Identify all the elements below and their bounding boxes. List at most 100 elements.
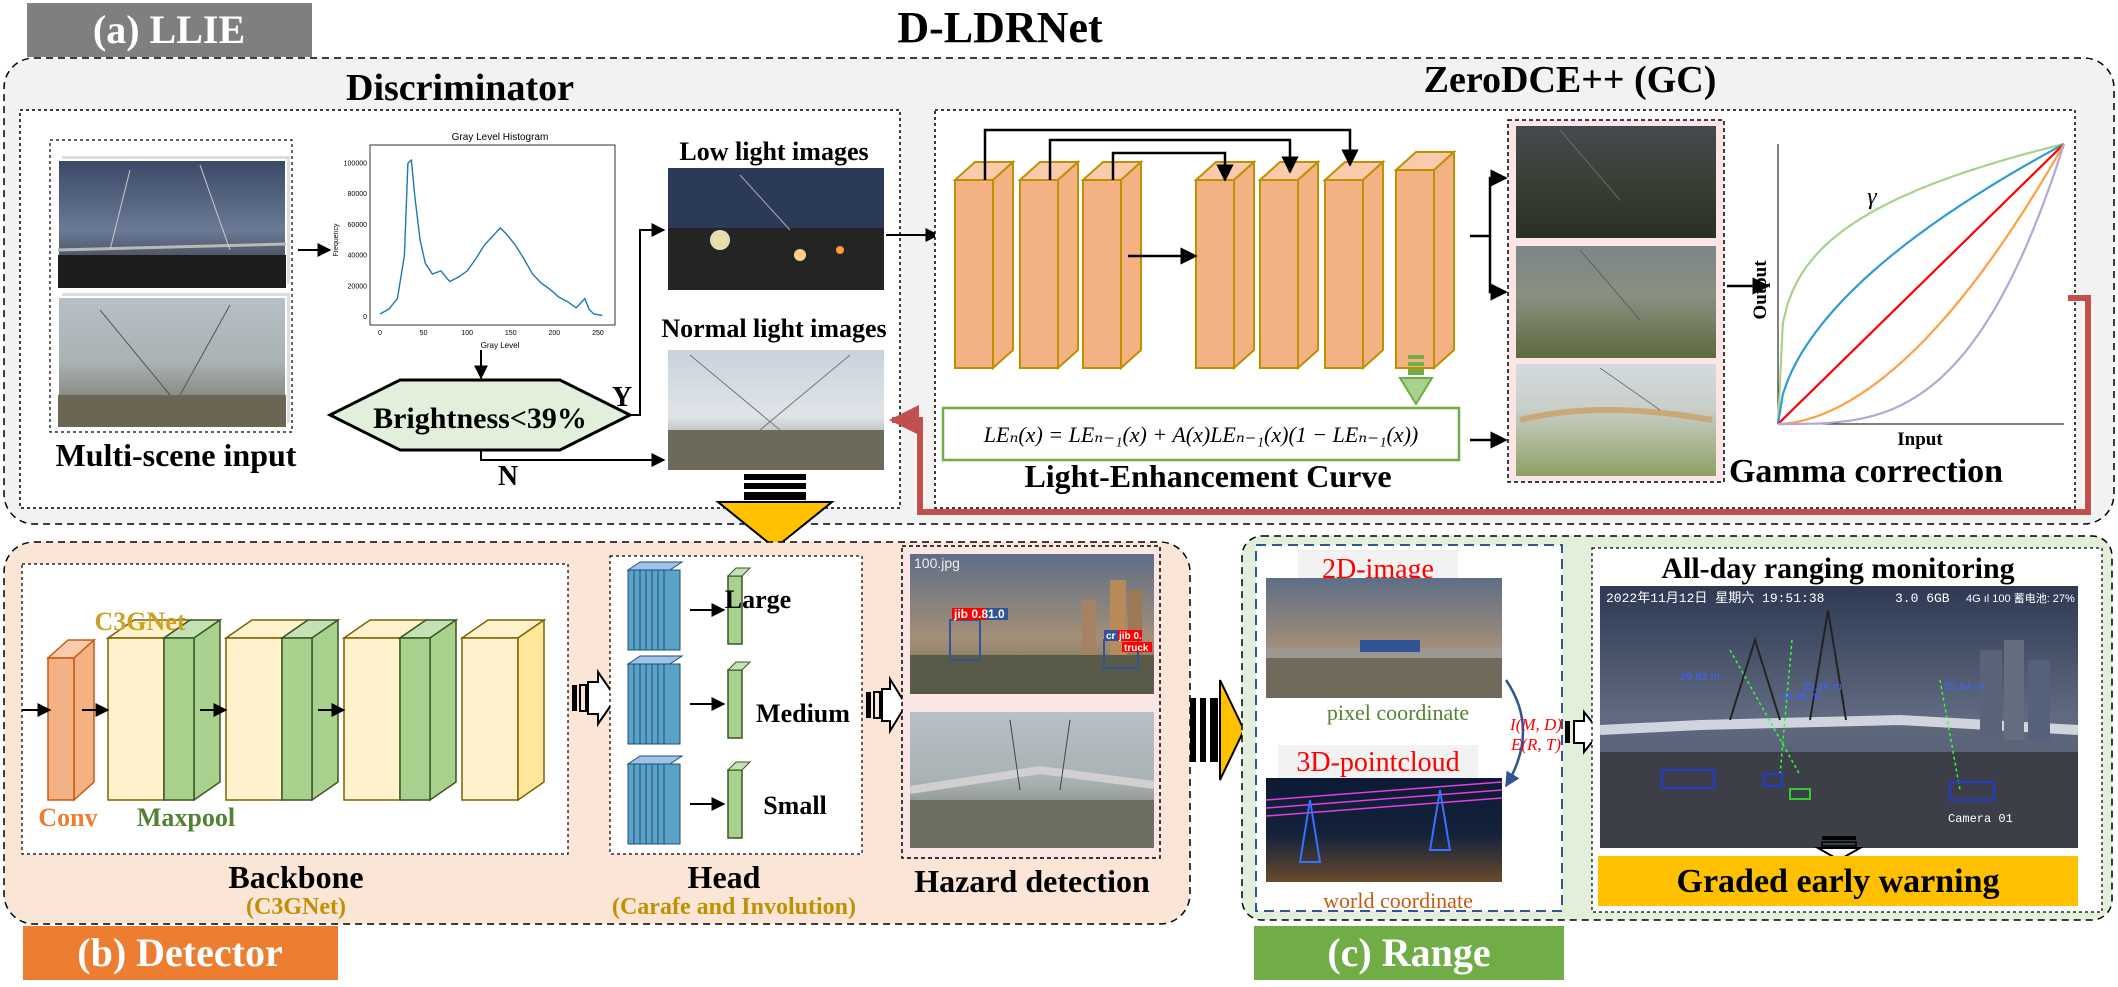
no-label: N xyxy=(498,461,518,492)
3d-pointcloud xyxy=(1265,778,1503,882)
arrow-to-dark-enhanced xyxy=(1470,169,1508,238)
llie-tag: (a) LLIE xyxy=(27,3,312,57)
gamma-symbol: γ xyxy=(1867,184,1877,210)
head-feature-slice xyxy=(663,569,681,651)
conv-block xyxy=(1324,179,1364,369)
hazard-image-2 xyxy=(909,712,1155,848)
hazard-image-1: jib 0.8 1.0 cr jib 0. truck 100.jpg xyxy=(910,554,1154,694)
head-scale-large: Large xyxy=(725,585,791,614)
conv-block xyxy=(1019,179,1059,369)
distance-4: 55.64 m xyxy=(1944,681,1984,693)
head-feature-slice xyxy=(663,663,681,745)
conv-block-side xyxy=(1233,159,1255,371)
c3g-side xyxy=(517,618,545,802)
head-output-block xyxy=(727,769,743,839)
conv-block xyxy=(1259,179,1299,369)
conv-block xyxy=(47,657,75,801)
c3g-block xyxy=(343,637,401,801)
c3g-block xyxy=(461,637,519,801)
llie-to-detector-arrow xyxy=(715,474,835,550)
head-to-hazard-arrow xyxy=(866,675,908,735)
head-output-block xyxy=(727,669,743,739)
enhanced-image-mid xyxy=(1516,246,1716,358)
detection-label-jib-2: jib 0. xyxy=(1118,631,1142,642)
input-image-night xyxy=(57,156,290,289)
c3g-block xyxy=(225,637,283,801)
histogram-x-tick: 200 xyxy=(548,330,560,337)
hazard-title: Hazard detection xyxy=(914,863,1150,899)
histogram-curve xyxy=(379,158,603,317)
low-light-image xyxy=(668,168,884,290)
world-coordinate-label: world coordinate xyxy=(1323,888,1473,913)
input-image-day xyxy=(57,293,290,428)
head-output-top xyxy=(726,567,752,577)
head-scale-medium: Medium xyxy=(756,699,850,728)
backbone-subtitle: (C3GNet) xyxy=(246,894,346,920)
detection-label-truck: truck xyxy=(1124,643,1149,654)
head-stack-top xyxy=(626,655,684,665)
range-tag-label: (c) Range xyxy=(1327,930,1490,975)
conv-block-side xyxy=(1362,159,1384,371)
maxpool-block xyxy=(163,637,195,801)
arrow-no-to-normal xyxy=(480,450,666,467)
maxpool-side xyxy=(429,618,457,802)
gamma-ylabel: Output xyxy=(1750,260,1771,320)
backbone-network xyxy=(22,618,547,802)
head-scale-small: Small xyxy=(763,791,827,820)
camera-label: Camera 01 xyxy=(1948,812,2013,826)
histogram-y-tick: 80000 xyxy=(348,191,368,198)
monitor-title: All-day ranging monitoring xyxy=(1661,552,2014,585)
3d-pointcloud-label-bg xyxy=(1278,745,1478,779)
head-stack-top xyxy=(626,561,684,571)
monitor-status-right: 4G ıl 100 蓄电池: 27% xyxy=(1966,592,2075,605)
transform-intrinsic: I(M, D) xyxy=(1509,715,1562,734)
head-subtitle: (Carafe and Involution) xyxy=(612,894,856,920)
detector-to-range-arrow xyxy=(1190,679,1246,781)
skip-connection-1 xyxy=(983,128,1359,180)
gamma-xlabel: Input xyxy=(1897,429,1943,450)
distance-1: 29.82 m xyxy=(1680,671,1720,683)
arrow-yes-to-low xyxy=(630,223,666,416)
conv-side xyxy=(73,638,95,802)
backbone-to-head-arrow xyxy=(572,668,618,728)
backbone-title: Backbone xyxy=(228,859,363,895)
normal-light-label: Normal light images xyxy=(661,314,886,343)
head-stack-top xyxy=(626,755,684,765)
conv-block-side xyxy=(1057,159,1079,371)
histogram-title: Gray Level Histogram xyxy=(452,132,549,143)
monitor-image: 2022年11月12日 星期六 19:51:38 3.0 6GB 4G ıl 1… xyxy=(1599,586,2079,848)
gamma-curve xyxy=(1776,143,2065,425)
zerodce-network xyxy=(952,149,1457,371)
curve-down-arrow xyxy=(1398,355,1434,406)
enhanced-image-dark xyxy=(1516,126,1716,238)
feedback-line xyxy=(889,295,2091,515)
distance-3: 34.96 m xyxy=(1780,691,1820,703)
pixel-coordinate-label: pixel coordinate xyxy=(1327,700,1469,725)
yes-label: Y xyxy=(612,382,632,413)
arrow-to-mid-enhanced xyxy=(1488,236,1508,301)
detection-label-score: 1.0 xyxy=(988,607,1005,621)
detector-tag: (b) Detector xyxy=(23,926,338,980)
histogram-y-tick: 100000 xyxy=(344,160,367,167)
distance-2: 35.26 m xyxy=(1802,681,1842,693)
c3g-block xyxy=(107,637,165,801)
head-title: Head xyxy=(688,859,761,895)
c3gnet-label: C3GNet xyxy=(95,607,186,636)
monitor-status-left: 2022年11月12日 星期六 19:51:38 xyxy=(1606,591,1824,606)
normal-light-image xyxy=(668,350,884,470)
low-light-label: Low light images xyxy=(679,137,868,166)
conv-block-side xyxy=(992,159,1014,371)
light-enhancement-curve-label: Light-Enhancement Curve xyxy=(1024,458,1391,494)
histogram-x-tick: 50 xyxy=(420,330,428,337)
gamma-curve xyxy=(1777,143,2065,426)
histogram-x-tick: 100 xyxy=(461,330,473,337)
page-title: D-LDRNet xyxy=(897,3,1103,52)
histogram-x-tick: 150 xyxy=(505,330,517,337)
histogram-y-tick: 40000 xyxy=(348,253,368,260)
detector-tag-label: (b) Detector xyxy=(77,930,282,975)
transform-arrow xyxy=(1504,679,1525,788)
discriminator-title: Discriminator xyxy=(346,67,574,109)
detection-label-jib: jib 0.8 xyxy=(953,607,988,621)
gamma-curve xyxy=(1777,143,2065,425)
histogram-x-tick: 250 xyxy=(592,330,604,337)
